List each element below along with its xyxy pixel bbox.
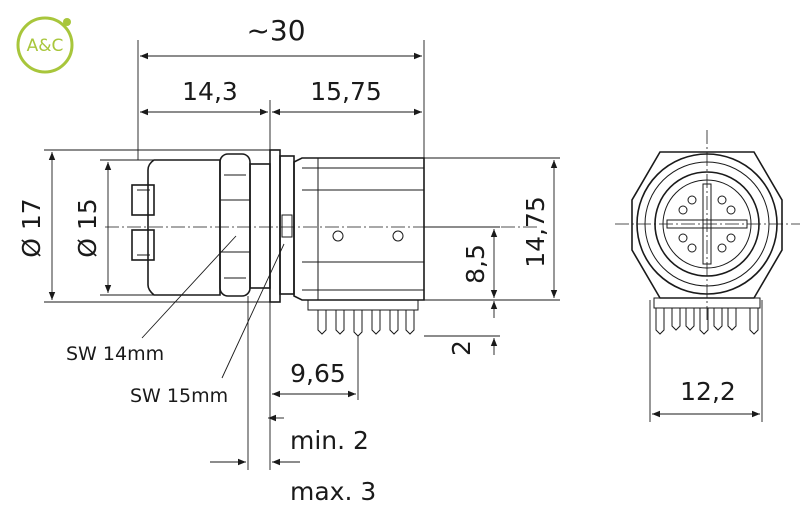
dim-bottom: 9,65 min. 2 max. 3 SW 14mm SW 15mm — [66, 296, 376, 506]
logo-ring-icon — [16, 16, 74, 74]
threaded-flange — [249, 163, 271, 289]
pcb-pins — [307, 299, 419, 337]
screw-right-icon — [392, 230, 404, 242]
diameter-17-label: Ø 17 — [17, 198, 46, 257]
front-inner-ring — [654, 171, 760, 277]
left-insert-top — [131, 184, 155, 216]
front-pcb-pins — [653, 297, 761, 335]
width-12-2-label: 12,2 — [680, 377, 736, 406]
x-shield-vertical — [702, 183, 712, 265]
front-view: 12,2 — [615, 130, 800, 422]
sw15-leader — [221, 243, 285, 379]
overall-length-label: ~30 — [246, 14, 305, 47]
height-14-75-label: 14,75 — [521, 196, 550, 268]
sw14-leader — [141, 235, 237, 339]
brand-logo: A&C — [16, 16, 74, 74]
sw14-label: SW 14mm — [66, 343, 164, 365]
front-outer-ring — [636, 153, 778, 295]
rear-length-label: 15,75 — [310, 77, 382, 106]
dim-left: Ø 17 Ø 15 — [17, 149, 270, 303]
logo-text: A&C — [27, 36, 64, 56]
diameter-15-label: Ø 15 — [73, 198, 102, 257]
x-shield-horizontal — [666, 219, 748, 229]
side-view — [105, 149, 540, 379]
rear-housing — [293, 157, 425, 301]
pin-length-2-label: 2 — [447, 340, 476, 356]
front-length-label: 14,3 — [182, 77, 238, 106]
dim-right: 14,75 8,5 2 — [424, 157, 560, 356]
pin-offset-9-65-label: 9,65 — [290, 359, 346, 388]
front-sleeve — [147, 159, 221, 296]
contact-pins — [678, 195, 736, 253]
dim-top: ~30 14,3 15,75 — [137, 14, 425, 160]
screw-left-icon — [332, 230, 344, 242]
sw15-label: SW 15mm — [130, 385, 228, 407]
panel-min-label: min. 2 — [290, 426, 369, 455]
panel-max-label: max. 3 — [290, 477, 376, 506]
key-slot — [281, 214, 293, 238]
height-8-5-label: 8,5 — [461, 244, 490, 284]
logo-dot-icon — [63, 18, 71, 26]
panel-flange — [269, 149, 281, 303]
left-insert-bottom — [131, 229, 155, 261]
